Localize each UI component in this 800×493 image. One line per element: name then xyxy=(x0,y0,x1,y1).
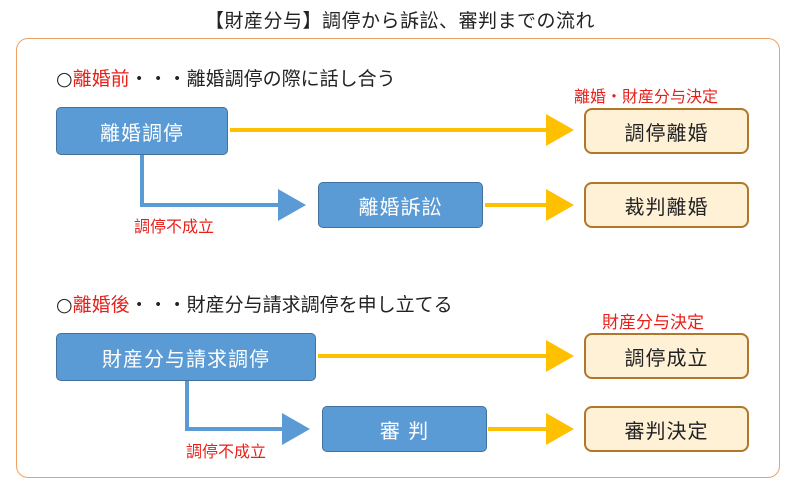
section1-fail-label: 調停不成立 xyxy=(134,217,215,236)
section2-result-bottom: 審判決定 xyxy=(584,406,749,452)
section2-marker: ○ xyxy=(56,294,73,316)
section2-decision-label: 財産分与決定 xyxy=(602,313,704,333)
section2-start-box: 財産分与請求調停 xyxy=(56,333,316,381)
section1-highlight: 離婚前 xyxy=(72,68,130,90)
section2-result-top: 調停成立 xyxy=(584,333,749,379)
section2-middle-box: 審 判 xyxy=(322,406,487,452)
arrow-s1-start-to-middle xyxy=(140,155,306,221)
diagram-frame xyxy=(16,38,780,478)
section1-heading-rest: ・・・離婚調停の際に話し合う xyxy=(129,68,396,90)
diagram-title: 【財産分与】調停から訴訟、審判までの流れ xyxy=(204,10,595,32)
arrow-s2-start-to-middle xyxy=(185,381,310,445)
section1-heading: ○離婚前・・・離婚調停の際に話し合う xyxy=(56,64,396,91)
section1-result-top: 調停離婚 xyxy=(584,108,749,154)
section1-start-box: 離婚調停 xyxy=(56,107,228,155)
section2-heading: ○離婚後・・・財産分与請求調停を申し立てる xyxy=(56,290,453,317)
section1-middle-box: 離婚訴訟 xyxy=(318,182,483,228)
section1-result-bottom: 裁判離婚 xyxy=(584,182,749,228)
section2-heading-rest: ・・・財産分与請求調停を申し立てる xyxy=(129,294,453,316)
section2-fail-label: 調停不成立 xyxy=(186,442,267,461)
section1-decision-label: 離婚・財産分与決定 xyxy=(574,87,719,106)
section2-highlight: 離婚後 xyxy=(72,294,130,316)
section1-marker: ○ xyxy=(56,68,73,90)
